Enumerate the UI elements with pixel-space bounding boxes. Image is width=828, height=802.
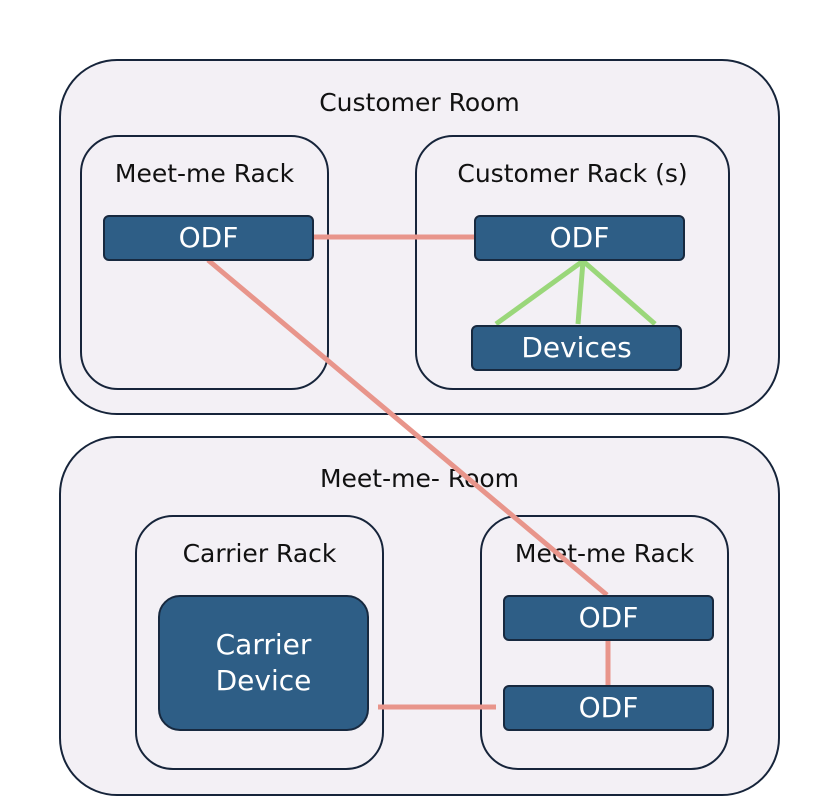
- meetme-room-odf-bottom: ODF: [503, 685, 714, 731]
- customer-room-meetme-rack-title: Meet-me Rack: [114, 159, 295, 188]
- customer-room-meetme-odf: ODF: [103, 215, 314, 261]
- carrier-rack-title: Carrier Rack: [182, 539, 337, 568]
- devices-box: Devices: [471, 325, 682, 371]
- carrier-device-box: Carrier Device: [158, 595, 369, 731]
- meetme-room-meetme-rack-title: Meet-me Rack: [514, 539, 695, 568]
- customer-room-meetme-rack: Meet-me Rack: [80, 135, 329, 390]
- customer-rack-odf: ODF: [474, 215, 685, 261]
- meetme-room-meetme-rack: Meet-me Rack: [480, 515, 729, 770]
- customer-rack-title: Customer Rack (s): [457, 159, 688, 188]
- customer-room-title: Customer Room: [319, 88, 520, 117]
- meetme-room-odf-top: ODF: [503, 595, 714, 641]
- meetme-room-title: Meet-me- Room: [319, 464, 520, 493]
